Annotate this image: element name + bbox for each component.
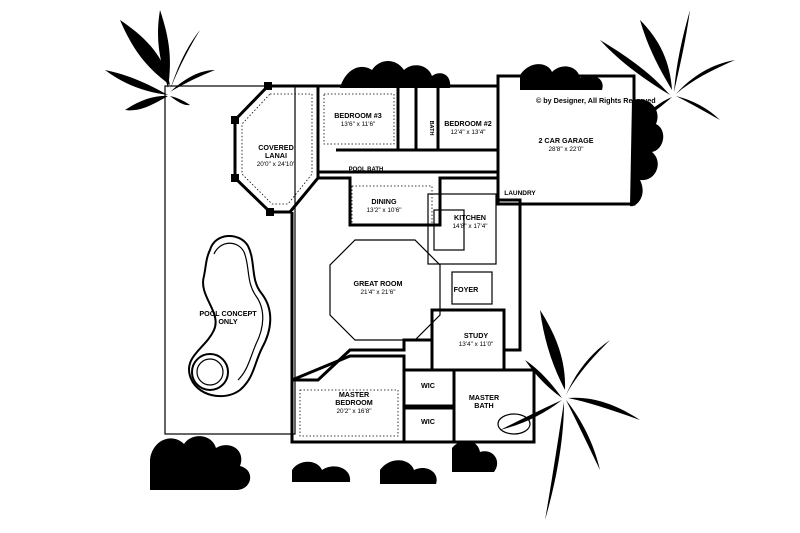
pool-deck-outline [164,85,296,435]
room-label-pool-concept: POOL CONCEPT ONLY [199,309,257,326]
svg-text:13'4" x 11'0": 13'4" x 11'0" [459,341,494,348]
shrubs-bottom-center [452,440,498,472]
svg-text:DINING: DINING [371,197,397,206]
svg-text:ONLY: ONLY [218,317,238,326]
room-label-wic-1: WIC [421,381,435,390]
svg-text:14'8" x 17'4": 14'8" x 17'4" [452,223,487,230]
master-ceiling [299,389,399,437]
svg-text:2 CAR GARAGE: 2 CAR GARAGE [538,136,593,145]
room-label-kitchen: KITCHEN 14'8" x 17'4" [452,213,487,230]
room-label-master-bath: MASTER BATH [469,393,500,410]
svg-text:20'0" x 24'10": 20'0" x 24'10" [257,161,296,168]
svg-text:28'8" x 22'0": 28'8" x 22'0" [548,146,583,153]
landscaping [105,10,735,520]
svg-text:KITCHEN: KITCHEN [454,213,486,222]
palm-tree-top-left [105,10,215,111]
svg-text:13'2" x 10'6": 13'2" x 10'6" [366,207,401,214]
lanai-column [231,116,239,124]
svg-text:21'4" x 21'6": 21'4" x 21'6" [360,289,395,296]
room-label-pool-bath: POOL BATH [349,167,384,173]
svg-text:MASTER: MASTER [469,393,500,402]
room-label-great-room: GREAT ROOM 21'4" x 21'6" [354,279,403,296]
svg-text:MASTER: MASTER [339,390,370,399]
shrubs-right [630,99,664,207]
palm-tree-top-right [600,10,735,120]
svg-text:12'4" x 13'4": 12'4" x 13'4" [450,129,485,136]
svg-text:GREAT ROOM: GREAT ROOM [354,279,403,288]
shrubs-bottom-left [150,436,437,490]
svg-text:BEDROOM #2: BEDROOM #2 [444,119,492,128]
room-label-wic-2: WIC [421,417,435,426]
pool [187,235,272,398]
room-label-laundry: LAUNDRY [504,190,536,197]
room-label-bath: BATH [428,121,434,136]
room-label-foyer: FOYER [454,285,480,294]
spa-inner [196,358,224,386]
copyright-note: © by Designer, All Rights Reserved [536,96,656,105]
svg-text:BATH: BATH [474,401,493,410]
room-label-bedroom-2: BEDROOM #2 12'4" x 13'4" [444,119,492,136]
room-label-bedroom-3: BEDROOM #3 13'6" x 11'6" [334,111,382,128]
svg-text:STUDY: STUDY [464,331,489,340]
lanai-inner [241,93,313,205]
svg-text:13'6" x 11'6": 13'6" x 11'6" [341,121,376,128]
lanai-column [231,174,239,182]
svg-text:BEDROOM #3: BEDROOM #3 [334,111,382,120]
room-label-dining: DINING 13'2" x 10'6" [366,197,401,214]
svg-text:BEDROOM: BEDROOM [335,398,373,407]
pool-inner [213,242,264,381]
svg-text:POOL CONCEPT: POOL CONCEPT [199,309,257,318]
dining-ceiling [351,185,433,225]
svg-text:LANAI: LANAI [265,151,287,160]
bedroom-3-ceiling [323,93,395,145]
lanai-column [264,82,272,90]
room-label-garage: 2 CAR GARAGE 28'8" x 22'0" [538,136,593,153]
house-walls [290,74,636,444]
lanai-column [266,208,274,216]
spa [191,353,229,391]
room-label-study: STUDY 13'4" x 11'0" [459,331,494,348]
svg-text:20'2" x 16'8": 20'2" x 16'8" [336,408,371,415]
svg-text:COVERED: COVERED [258,143,294,152]
room-label-master-bedroom: MASTER BEDROOM 20'2" x 16'8" [335,390,373,415]
room-label-covered-lanai: COVERED LANAI 20'0" x 24'10" [257,143,296,168]
